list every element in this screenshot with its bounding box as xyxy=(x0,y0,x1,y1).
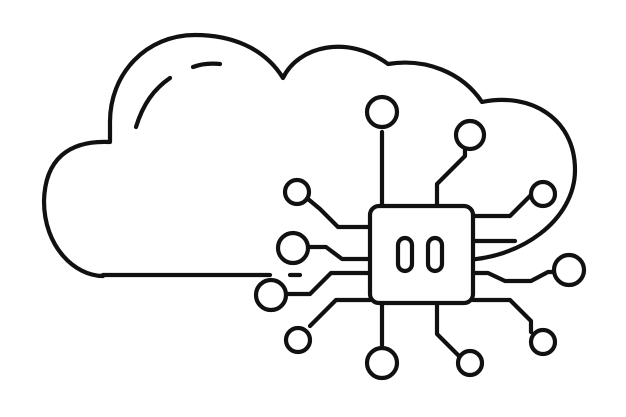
chip-icon xyxy=(367,203,476,306)
circuit-node-left-upper xyxy=(282,177,312,207)
circuit-line-bottom-center-right xyxy=(434,300,462,359)
cloud-icon xyxy=(41,32,578,279)
circuit-node-right-upper xyxy=(528,179,558,209)
cloud-highlight-icon-upper xyxy=(190,61,223,70)
circuit-node-bottom-center-right xyxy=(455,348,485,378)
circuit-line-right-lower xyxy=(470,269,559,284)
circuit-line-left-middle xyxy=(304,244,373,262)
chip-slot-left xyxy=(395,235,415,274)
circuit-line-bottom-right xyxy=(470,297,534,335)
circuit-network-icon xyxy=(281,129,559,359)
circuit-line-top-right xyxy=(434,147,468,209)
circuit-line-bottom-left xyxy=(307,297,373,329)
circuit-line-right-upper xyxy=(470,193,533,219)
circuit-node-left-lower xyxy=(253,277,289,313)
cloud-highlight-icon xyxy=(133,75,173,130)
circuit-node-bottom-right xyxy=(528,327,558,357)
circuit-node-right-lower xyxy=(551,252,587,288)
circuit-nodes xyxy=(253,94,587,381)
circuit-node-top-center xyxy=(364,94,400,130)
circuit-node-top-right xyxy=(453,118,487,152)
circuit-line-left-upper xyxy=(305,196,373,230)
chip-slot-right xyxy=(425,235,445,274)
chip-body xyxy=(367,203,476,306)
circuit-node-left-middle xyxy=(275,230,311,266)
circuit-node-bottom-left xyxy=(283,325,313,355)
circuit-node-bottom-center xyxy=(364,345,400,381)
circuit-line-left-lower xyxy=(281,270,373,297)
